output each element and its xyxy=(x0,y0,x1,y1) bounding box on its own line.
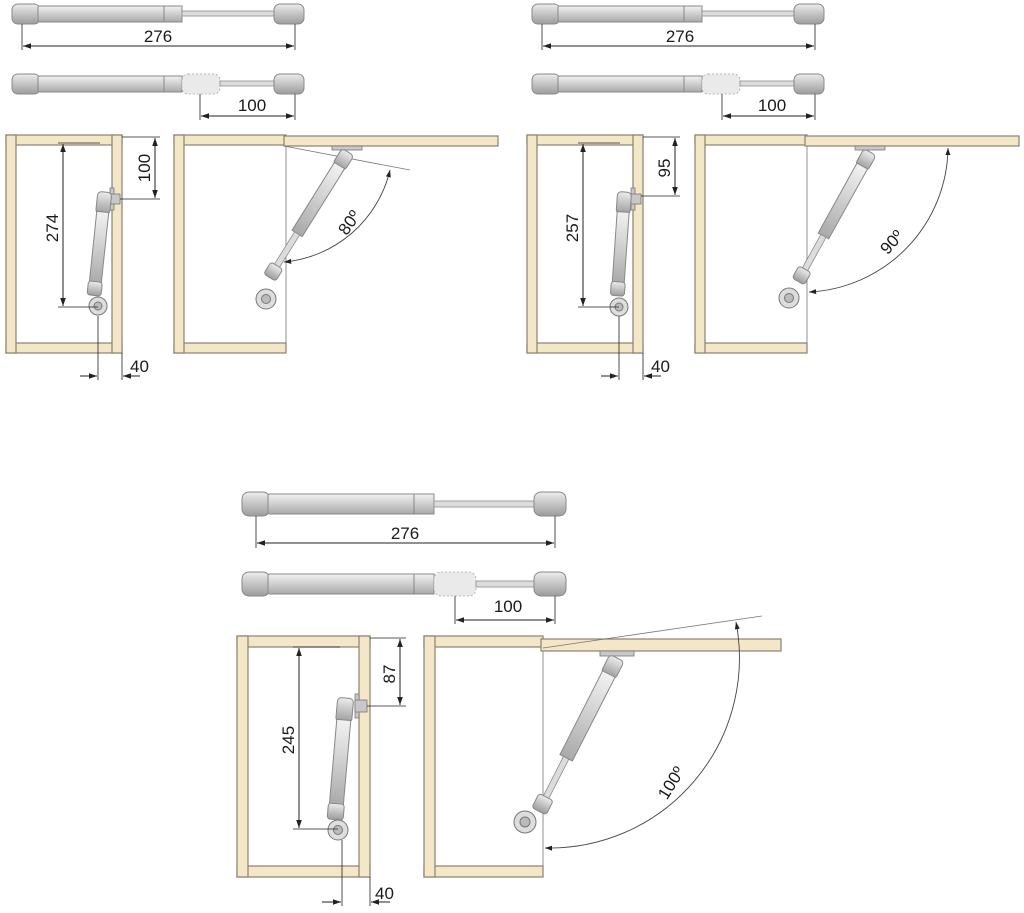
angle-label: 100º xyxy=(654,763,688,802)
cabinet-open-view xyxy=(694,134,1020,354)
strut-extended xyxy=(11,3,305,25)
stroke-length-dimension: 100 xyxy=(454,596,556,624)
stroke-length-label: 100 xyxy=(758,96,786,115)
strut-length-label: 276 xyxy=(666,27,694,46)
height-label: 245 xyxy=(279,726,298,754)
strut-compressed xyxy=(241,571,567,597)
cabinet-open-view xyxy=(173,134,499,354)
stroke-length-dimension: 100 xyxy=(721,94,816,120)
strut-extended xyxy=(241,491,567,517)
strut-length-label: 276 xyxy=(391,524,419,543)
opening-angle-arc: 80º xyxy=(283,169,391,264)
top-offset-dimension: 100 xyxy=(120,136,160,200)
top-offset-label: 100 xyxy=(135,154,154,182)
top-offset-dimension: 95 xyxy=(641,136,680,197)
depth-label: 40 xyxy=(130,357,149,376)
panel-90: 276 100 xyxy=(526,3,1020,380)
stroke-length-label: 100 xyxy=(238,96,266,115)
strut-length-dimension: 276 xyxy=(541,24,816,50)
strut-compressed xyxy=(11,73,305,95)
cabinet-side-view xyxy=(236,635,371,878)
depth-label: 40 xyxy=(651,357,670,376)
height-dimension: 257 xyxy=(563,142,620,308)
top-offset-dimension: 87 xyxy=(367,637,406,707)
stroke-length-dimension: 100 xyxy=(199,94,296,120)
top-offset-label: 87 xyxy=(380,665,399,684)
cabinet-side-view xyxy=(5,134,123,354)
depth-dimension: 40 xyxy=(601,316,670,380)
cabinet-open-view xyxy=(423,615,782,878)
panel-80: 276 100 xyxy=(5,3,499,380)
height-label: 257 xyxy=(563,214,582,242)
strut-compressed xyxy=(531,73,825,95)
panel-100: 276 100 xyxy=(236,491,782,906)
height-label: 274 xyxy=(43,214,62,242)
depth-dimension: 40 xyxy=(80,316,149,380)
strut-length-label: 276 xyxy=(144,27,172,46)
depth-label: 40 xyxy=(375,884,394,903)
strut-extended xyxy=(531,3,825,25)
strut-length-dimension: 276 xyxy=(21,24,296,50)
angle-label: 90º xyxy=(876,227,907,258)
top-offset-label: 95 xyxy=(655,159,674,178)
height-dimension: 245 xyxy=(279,646,340,830)
stroke-length-label: 100 xyxy=(494,597,522,616)
angle-label: 80º xyxy=(335,207,365,238)
strut-length-dimension: 276 xyxy=(255,516,556,548)
depth-dimension: 40 xyxy=(322,840,394,906)
cabinet-side-view xyxy=(526,134,644,354)
height-dimension: 274 xyxy=(43,142,100,308)
